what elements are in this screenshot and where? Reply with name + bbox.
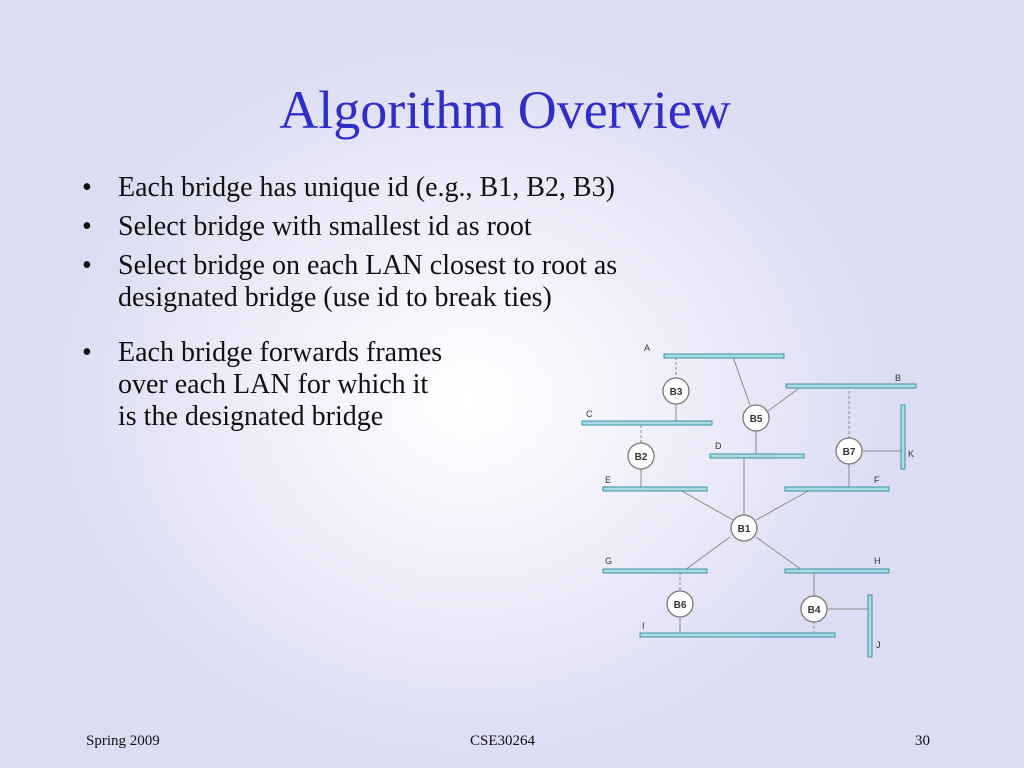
bridge-label-b4: B4 (808, 605, 821, 616)
bullet-list: Each bridge has unique id (e.g., B1, B2,… (80, 172, 617, 321)
bridge-label-b7: B7 (843, 447, 856, 458)
bullet-item: Select bridge with smallest id as root (80, 211, 617, 243)
lan-label-e: E (605, 475, 611, 485)
lan-j (867, 594, 873, 658)
slide-title: Algorithm Overview (279, 80, 731, 140)
lan-label-i: I (642, 621, 645, 631)
bridge-label-b3: B3 (670, 387, 683, 398)
bridge-label-b2: B2 (635, 452, 648, 463)
link-b1-f (755, 489, 811, 521)
lan-label-g: G (605, 556, 612, 566)
lan-k (900, 404, 906, 470)
footer-center: CSE30264 (470, 733, 536, 749)
lan-b (785, 383, 917, 389)
lan-g (602, 568, 708, 574)
bridge-b2 (627, 442, 655, 470)
lan-h (784, 568, 890, 574)
lan-label-j: J (876, 640, 881, 650)
bridge-b7 (835, 437, 863, 465)
bullet-item: Each bridge forwards frames over each LA… (80, 337, 442, 433)
bridge-network-diagram: A B C D E F G H I J K B1 B2 B3 B4 B (581, 343, 917, 658)
bridge-label-b6: B6 (674, 600, 687, 611)
link-b5-b (767, 385, 803, 412)
lan-label-d: D (715, 441, 722, 451)
link-b1-e (679, 489, 734, 521)
bridge-b6 (666, 590, 694, 618)
bridge-b3 (662, 377, 690, 405)
lan-label-k: K (908, 449, 914, 459)
lan-labels: A B C D E F G H I J K (586, 343, 914, 650)
bridge-label-b1: B1 (738, 524, 751, 535)
lan-label-a: A (644, 343, 650, 353)
bridge-b5 (742, 404, 770, 432)
bullet-item: Select bridge on each LAN closest to roo… (80, 250, 617, 314)
connections (640, 356, 902, 634)
lan-a (663, 353, 785, 359)
link-b1-h (755, 536, 803, 571)
lan-e (602, 486, 708, 492)
lan-label-f: F (874, 475, 880, 485)
bridges (627, 377, 863, 623)
lan-f (784, 486, 890, 492)
lan-label-h: H (874, 556, 881, 566)
link-b1-g (684, 536, 731, 571)
bullet-list-secondary: Each bridge forwards frames over each LA… (80, 337, 442, 433)
lan-label-b: B (895, 373, 901, 383)
lan-segments (581, 353, 917, 658)
bullet-item: Each bridge has unique id (e.g., B1, B2,… (80, 172, 617, 204)
footer-page-number: 30 (915, 733, 930, 749)
bridge-label-b5: B5 (750, 414, 763, 425)
bridge-b4 (800, 595, 828, 623)
footer-left: Spring 2009 (86, 733, 160, 749)
lan-i (639, 632, 836, 638)
lan-label-c: C (586, 409, 593, 419)
bridge-labels: B1 B2 B3 B4 B5 B6 B7 (635, 387, 856, 616)
link-b5-a (732, 356, 751, 406)
lan-c (581, 420, 713, 426)
lan-d (709, 453, 805, 459)
bridge-b1 (730, 514, 758, 542)
